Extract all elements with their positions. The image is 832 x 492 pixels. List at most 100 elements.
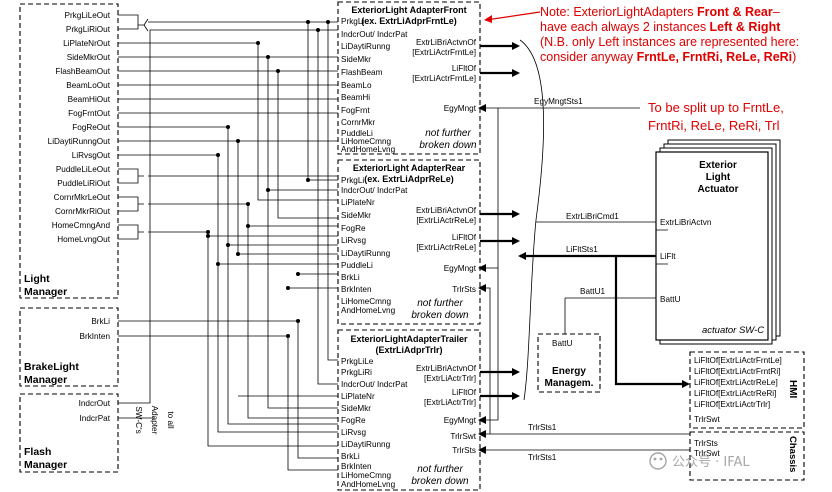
hmi-title: HMI [787, 380, 798, 399]
svg-text:CornrMkr: CornrMkr [341, 118, 375, 127]
svg-text:TrlrSts: TrlrSts [452, 446, 476, 455]
svg-text:LiDaytiRunng: LiDaytiRunng [341, 440, 391, 449]
flash-port-indcrout: IndcrOut [79, 399, 111, 408]
light-manager-ports: PrkgLiLeOut PrkgLiRiOut LiPlateNrOut Sid… [48, 11, 111, 244]
adapter-front-box [337, 1, 481, 155]
right-wiring [478, 39, 690, 454]
adapter-trailer-note-2: broken down [411, 476, 469, 487]
svg-text:LiFltOf: LiFltOf [452, 388, 477, 397]
svg-text:[ExtrLiActrReLe]: [ExtrLiActrReLe] [416, 216, 476, 225]
svg-text:BeamHi: BeamHi [341, 93, 370, 102]
svg-text:LiFltSts1: LiFltSts1 [566, 245, 598, 254]
svg-text:FogRe: FogRe [341, 416, 366, 425]
svg-text:PrkgLiLeOut: PrkgLiLeOut [64, 11, 110, 20]
svg-text:BeamHiOut: BeamHiOut [68, 95, 111, 104]
svg-text:PuddleLiLeOut: PuddleLiLeOut [56, 165, 111, 174]
energy-management-box [537, 333, 601, 393]
svg-text:LiDaytiRunngOut: LiDaytiRunngOut [48, 137, 111, 146]
junction-dots [206, 20, 330, 338]
svg-text:to all: to all [166, 411, 175, 428]
svg-text:LiRvsgOut: LiRvsgOut [72, 151, 111, 160]
svg-text:Adapter: Adapter [150, 406, 159, 435]
svg-text:FrntRi, ReLe, ReRi, Trl: FrntRi, ReLe, ReRi, Trl [648, 118, 780, 133]
svg-text:PuddleLiRiOut: PuddleLiRiOut [57, 179, 111, 188]
svg-text:FogFrnt: FogFrnt [341, 106, 370, 115]
adapter-trailer-note-1: not further [417, 464, 463, 475]
adapter-rear-note-2: broken down [411, 310, 469, 321]
split-note: To be split up to FrntLe, FrntRi, ReLe, … [648, 100, 784, 133]
svg-text:(N.B. only Left instances are: (N.B. only Left instances are represente… [540, 35, 799, 49]
adapter-rear-outputs: ExtrLiBriActvnOf [ExtrLiActrReLe] LiFltO… [416, 206, 477, 294]
svg-text:EgyMngtSts1: EgyMngtSts1 [534, 97, 583, 106]
chassis-port-trlrswt: TrlrSwt [694, 449, 720, 458]
chassis-title: Chassis [787, 436, 798, 472]
brakelight-manager-box [19, 307, 119, 387]
svg-text:LiFltOf[ExtrLiActrFrntLe]: LiFltOf[ExtrLiActrFrntLe] [694, 356, 782, 365]
svg-text:BrkLi: BrkLi [341, 273, 360, 282]
svg-text:BeamLo: BeamLo [341, 81, 372, 90]
svg-text:SW-C's: SW-C's [134, 406, 143, 433]
hmi-items: LiFltOf[ExtrLiActrFrntLe] LiFltOf[ExtrLi… [694, 356, 782, 424]
svg-text:AndHomeLvng: AndHomeLvng [341, 480, 396, 489]
brakelight-port-brkli: BrkLi [91, 317, 110, 326]
svg-text:FogRe: FogRe [341, 224, 366, 233]
adapter-rear-title: ExteriorLight AdapterRear [353, 163, 466, 173]
adapter-trailer-outputs: ExtrLiBriActvnOf [ExtrLiActrTrlr] LiFltO… [416, 364, 477, 455]
brakelight-manager-title-2: Manager [24, 374, 67, 386]
svg-text:HomeLvngOut: HomeLvngOut [57, 235, 111, 244]
svg-text:[ExtrLiActrFrntLe]: [ExtrLiActrFrntLe] [412, 48, 476, 57]
svg-text:LiFltOf[ExtrLiActrReRi]: LiFltOf[ExtrLiActrReRi] [694, 389, 776, 398]
actuator-port-extrlibriactvn: ExtrLiBriActvn [660, 218, 712, 227]
svg-text:[ExtrLiActrTrlr]: [ExtrLiActrTrlr] [424, 374, 476, 383]
adapter-rear-note-1: not further [417, 298, 463, 309]
chassis-port-trlrsts: TrlrSts [694, 439, 718, 448]
svg-text:Note: ExteriorLightAdapters Fr: Note: ExteriorLightAdapters Front & Rear… [540, 5, 780, 19]
svg-text:[ExtrLiActrReLe]: [ExtrLiActrReLe] [416, 243, 476, 252]
svg-text:IndcrOut/ IndcrPat: IndcrOut/ IndcrPat [341, 380, 408, 389]
svg-text:TrlrSts1: TrlrSts1 [528, 423, 557, 432]
svg-text:FlashBeam: FlashBeam [341, 68, 383, 77]
light-manager-box [19, 3, 119, 299]
adapter-front-note-2: broken down [419, 140, 477, 151]
adapter-trailer-title: ExteriorLightAdapterTrailer [350, 334, 468, 344]
svg-text:ExtrLiBriActvnOf: ExtrLiBriActvnOf [416, 206, 477, 215]
svg-text:EgyMngt: EgyMngt [444, 264, 477, 273]
svg-text:LiFltOf[ExtrLiActrTrlr]: LiFltOf[ExtrLiActrTrlr] [694, 400, 770, 409]
adapter-front-subtitle: (ex. ExtrLiAdprFrntLe) [361, 16, 457, 26]
svg-text:LiFltOf[ExtrLiActrFrntRi]: LiFltOf[ExtrLiActrFrntRi] [694, 367, 780, 376]
hmi-box [689, 351, 805, 429]
adapter-rear-inputs: PrkgLi IndcrOut/ IndcrPat LiPlateNr Side… [341, 176, 408, 315]
svg-text:FogReOut: FogReOut [72, 123, 110, 132]
energy-title-1: Energy [552, 366, 586, 377]
energy-port-battu: BattU [552, 339, 573, 348]
watermark: 公众号 · IFAL [649, 452, 750, 470]
actuator-port-stubs [656, 229, 668, 265]
signal-labels: EgyMngtSts1 ExtrLiBriCmd1 LiFltSts1 Batt… [528, 97, 619, 462]
svg-text:PuddleLi: PuddleLi [341, 129, 373, 138]
actuator-port-battu: BattU [660, 295, 681, 304]
svg-text:BrkInten: BrkInten [341, 462, 372, 471]
svg-text:[ExtrLiActrFrntLe]: [ExtrLiActrFrntLe] [412, 74, 476, 83]
svg-text:consider anyway FrntLe, FrntRi: consider anyway FrntLe, FrntRi, ReLe, Re… [540, 50, 796, 64]
svg-text:FlashBeamOut: FlashBeamOut [55, 67, 110, 76]
svg-text:TrlrSts1: TrlrSts1 [528, 453, 557, 462]
svg-text:CornrMkrLeOut: CornrMkrLeOut [54, 193, 111, 202]
actuator-title-1: Exterior [699, 160, 737, 171]
adapter-front-title: ExteriorLight AdapterFront [351, 5, 466, 15]
svg-text:PrkgLi: PrkgLi [341, 17, 364, 26]
svg-text:ExtrLiBriActvnOf: ExtrLiBriActvnOf [416, 38, 477, 47]
adapter-trailer-box [337, 329, 481, 491]
svg-text:LiFltOf[ExtrLiActrReLe]: LiFltOf[ExtrLiActrReLe] [694, 378, 778, 387]
flash-manager-box [19, 393, 119, 473]
actuator-port-liflt: LiFlt [660, 252, 676, 261]
actuator-title-2: Light [706, 172, 731, 183]
svg-text:LiPlateNr: LiPlateNr [341, 198, 375, 207]
actuator-footer: actuator SW-C [702, 325, 764, 336]
adapter-front-outputs: ExtrLiBriActvnOf [ExtrLiActrFrntLe] LiFl… [412, 38, 476, 113]
svg-text:BeamLoOut: BeamLoOut [66, 81, 110, 90]
svg-text:ExtrLiBriCmd1: ExtrLiBriCmd1 [566, 212, 619, 221]
svg-text:IndcrOut/ IndcrPat: IndcrOut/ IndcrPat [341, 30, 408, 39]
brakelight-port-brkinten: BrkInten [80, 332, 111, 341]
adapter-rear-subtitle: (ex. ExtrLiAdprReLe) [364, 174, 454, 184]
